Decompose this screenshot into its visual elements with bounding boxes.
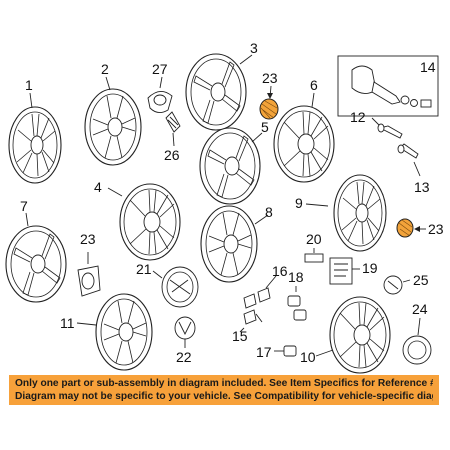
label-part-20: 20 — [304, 231, 324, 263]
part-label-6: 6 — [310, 77, 318, 93]
part-label-3: 3 — [250, 40, 258, 56]
valve-stem-part-12: 12 — [350, 109, 403, 139]
cap-part-26: 25 — [383, 272, 429, 295]
tpms-sensor-part-14: 14 — [337, 55, 439, 117]
card-part-19: 19 — [329, 257, 378, 285]
part-label-23-right: 23 — [428, 221, 444, 237]
wheel-part-6: 6 — [273, 77, 335, 183]
nut-part-18: 18 — [287, 269, 307, 321]
wheel-part-8: 8 — [200, 204, 273, 283]
center-cap-part-21: 21 — [136, 261, 199, 308]
part-label-10: 10 — [300, 349, 316, 365]
wheel-part-7: 7 — [5, 198, 67, 303]
part-label-2: 2 — [101, 61, 109, 77]
part-label-7: 7 — [20, 198, 28, 214]
wheel-part-4: 4 — [94, 179, 181, 261]
part-label-1: 1 — [25, 77, 33, 93]
part-label-20: 20 — [306, 231, 322, 247]
part-label-22: 22 — [176, 349, 192, 365]
part-label-14: 14 — [420, 59, 436, 75]
part-label-28: 27 — [152, 61, 168, 77]
emblem-part-22: 22 — [174, 316, 196, 365]
nut-part-17: 17 — [256, 344, 297, 360]
wheel-part-1: 1 — [8, 77, 62, 184]
part-label-13: 13 — [414, 179, 430, 195]
highlighted-part-23-right: 23 — [396, 218, 444, 238]
part-label-25: 24 — [412, 301, 428, 317]
part-label-8: 8 — [265, 204, 273, 220]
wheel-part-11: 11 — [60, 293, 153, 371]
part-label-18: 18 — [288, 269, 304, 285]
part-label-24: 23 — [80, 231, 96, 247]
lock-part-24: 23 — [77, 231, 101, 297]
wheel-part-3: 3 — [185, 40, 258, 131]
disclaimer-line-2: Diagram may not be specific to your vehi… — [15, 390, 433, 402]
wheel-part-2: 2 — [84, 61, 142, 166]
highlighted-part-23-top: 23 — [259, 70, 279, 120]
disclaimer-line-1: Only one part or sub-assembly in diagram… — [15, 378, 433, 389]
wheel-part-5: 5 — [199, 119, 269, 205]
part-label-17: 17 — [256, 344, 272, 360]
clip-part-27: 26 — [164, 111, 181, 163]
part-label-15: 15 — [232, 328, 248, 344]
part-label-19: 19 — [362, 260, 378, 276]
valve-cap-part-13: 13 — [397, 143, 430, 195]
wheel-part-10: 10 — [300, 296, 391, 374]
bolt-part-16: 16 — [243, 263, 288, 309]
cap-part-28: 27 — [147, 61, 173, 113]
bolt-part-15: 15 — [232, 309, 263, 344]
part-label-9: 9 — [295, 195, 303, 211]
disclaimer-banner: Only one part or sub-assembly in diagram… — [9, 375, 439, 405]
part-label-23-top: 23 — [262, 70, 278, 86]
part-label-16: 16 — [272, 263, 288, 279]
part-label-4: 4 — [94, 179, 102, 195]
part-label-21: 21 — [136, 261, 152, 277]
part-label-26: 25 — [413, 272, 429, 288]
wheel-part-9: 9 — [295, 174, 387, 252]
hub-cap-part-25: 24 — [402, 301, 432, 365]
part-label-12: 12 — [350, 109, 366, 125]
part-label-27: 26 — [164, 147, 180, 163]
part-label-5: 5 — [261, 119, 269, 135]
part-label-11: 11 — [60, 315, 75, 331]
